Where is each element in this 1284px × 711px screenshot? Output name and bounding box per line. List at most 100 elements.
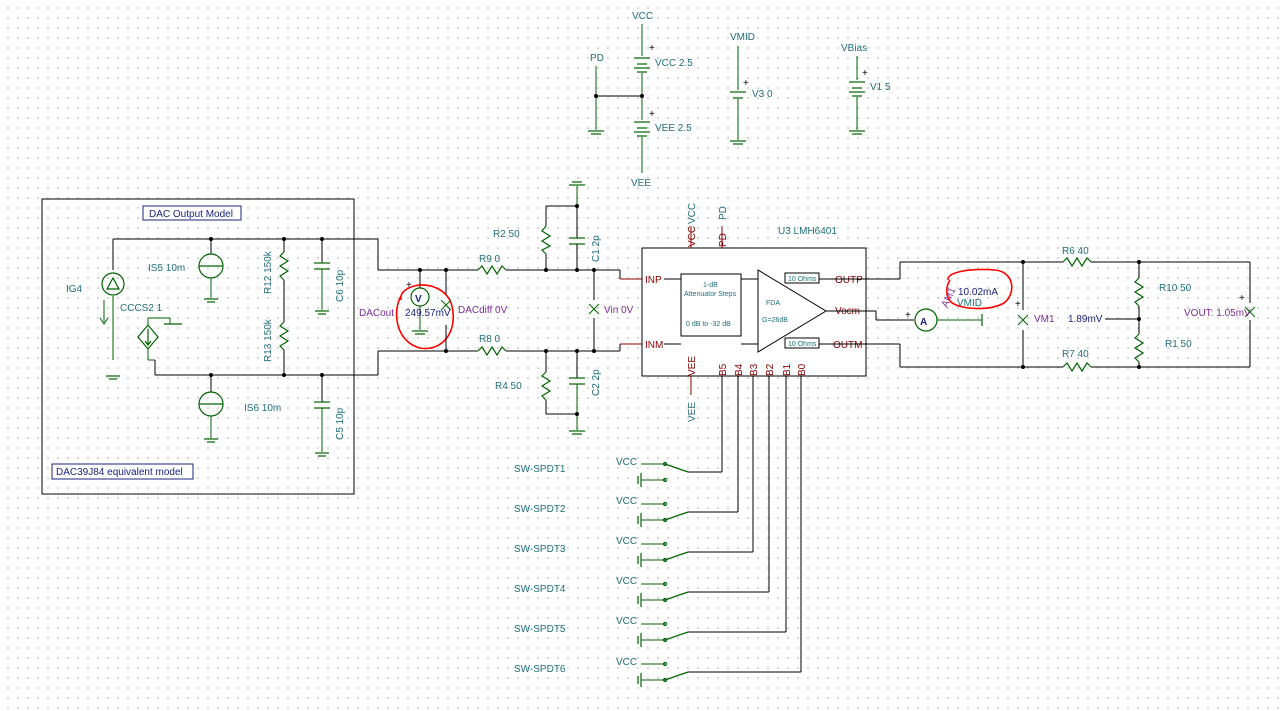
switch-label: SW-SPDT3 — [514, 544, 566, 555]
atten-line1: 1-dB — [703, 282, 718, 289]
switch-supply: VCC — [616, 616, 637, 627]
svg-text:+: + — [1015, 299, 1021, 310]
r-top-label: 10 Ohms — [788, 276, 817, 283]
dac-footer: DAC39J84 equivalent model — [56, 467, 183, 478]
amplifier-name: U3 LMH6401 — [778, 226, 837, 237]
pin-vee: VEE — [687, 356, 698, 376]
svg-text:+: + — [1239, 293, 1245, 304]
svg-text:+: + — [743, 78, 749, 89]
vee-net-tag: VEE — [687, 402, 698, 422]
ground-symbol — [588, 130, 604, 135]
switch-1[interactable]: SW-SPDT1 VCC — [514, 457, 689, 487]
switch-label: SW-SPDT5 — [514, 624, 566, 635]
vcc-source-label: VCC 2.5 — [655, 58, 693, 69]
feedback-resistor-bottom — [784, 337, 820, 349]
v1-battery[interactable] — [849, 81, 865, 97]
r2-label: R2 50 — [493, 229, 520, 240]
v1-label: V1 5 — [870, 82, 891, 93]
vin-label: Vin 0V — [604, 305, 634, 316]
v3-label: V3 0 — [752, 89, 773, 100]
switch-2[interactable]: SW-SPDT2 VCC — [514, 496, 689, 527]
vout-label: VOUT: 1.05mV — [1184, 308, 1251, 319]
pin-b5: B5 — [718, 363, 729, 376]
cccs-label: CCCS2 1 — [120, 303, 163, 314]
input-network: V + DACout 249.57mV DACdiff 0V R9 0 R8 0… — [359, 181, 642, 435]
r12-label: R12 150k — [263, 250, 274, 294]
r-bot-label: 10 Ohms — [788, 341, 817, 348]
am1-value: 10.02mA — [958, 287, 998, 298]
svg-text:+: + — [649, 43, 655, 54]
r2-resistor[interactable] — [540, 225, 552, 255]
control-wiring: VEE — [687, 376, 802, 673]
c5-label: C5 10p — [335, 407, 346, 440]
pin-b0: B0 — [797, 363, 808, 376]
pd-net-tag: PD — [718, 206, 729, 220]
ig4-label: IG4 — [66, 284, 83, 295]
r4-label: R4 50 — [495, 381, 522, 392]
switch-label: SW-SPDT6 — [514, 664, 566, 675]
r9-resistor[interactable] — [477, 264, 507, 276]
r8-resistor[interactable] — [477, 345, 507, 357]
net-vmid-label: VMID — [730, 32, 755, 43]
r6-resistor[interactable] — [1062, 256, 1092, 268]
pin-vcc: VCC — [687, 226, 698, 247]
c1-label: C1 2p — [591, 235, 602, 262]
r4-resistor[interactable] — [540, 371, 552, 401]
switch-4[interactable]: SW-SPDT4 VCC — [514, 576, 689, 607]
svg-text:+: + — [649, 109, 655, 120]
r10-resistor[interactable] — [1133, 277, 1145, 307]
annotation-circle — [395, 284, 455, 350]
vee-battery[interactable] — [634, 121, 650, 137]
r13-label: R13 150k — [263, 318, 274, 362]
dac-footer-box — [51, 463, 194, 480]
vmid-under-label: VMID — [957, 298, 982, 309]
switch-6[interactable]: SW-SPDT6 VCC — [514, 657, 689, 687]
switch-supply: VCC — [616, 657, 637, 668]
vcc-net-tag: VCC — [687, 203, 698, 224]
svg-text:+: + — [905, 310, 911, 321]
r13-resistor[interactable] — [278, 321, 290, 351]
pin-outp: OUTP — [835, 275, 863, 286]
pin-inp: INP — [645, 275, 662, 286]
switch-supply: VCC — [616, 576, 637, 587]
switch-bank: SW-SPDT1 VCC SW-SPDT2 VCC SW-SPDT3 VCC — [514, 457, 689, 687]
pin-b3: B3 — [749, 363, 760, 376]
vm1-label: VM1 — [1034, 314, 1055, 325]
switch-3[interactable]: SW-SPDT3 VCC — [514, 536, 689, 567]
switch-label: SW-SPDT2 — [514, 504, 566, 515]
output-network: A + AM1 10.02mA VMID + VM1 R6 40 R7 40 1… — [866, 246, 1256, 373]
r8-label: R8 0 — [479, 334, 501, 345]
attenuator-block — [680, 273, 742, 337]
r1-resistor[interactable] — [1133, 333, 1145, 363]
atten-line3: 0 dB to -32 dB — [686, 321, 731, 328]
c2-label: C2 2p — [591, 369, 602, 396]
c6-label: C6 10p — [335, 269, 346, 302]
amplifier-body[interactable] — [641, 247, 867, 377]
pin-pd: PD — [718, 233, 729, 247]
ig4-source[interactable] — [101, 272, 125, 296]
dacdiff-label: DACdiff 0V — [458, 305, 508, 316]
dacout-value: 249.57mV — [405, 308, 451, 319]
r12-resistor[interactable] — [278, 251, 290, 281]
net-vee-label: VEE — [631, 178, 651, 189]
vcc-battery[interactable] — [634, 57, 650, 73]
r10-label: R10 50 — [1159, 283, 1192, 294]
switch-label: SW-SPDT4 — [514, 584, 566, 595]
vee-source-label: VEE 2.5 — [655, 123, 692, 134]
r9-label: R9 0 — [479, 254, 501, 265]
pin-outm: OUTM — [833, 340, 862, 351]
r7-resistor[interactable] — [1062, 361, 1092, 373]
lmh6401-amplifier[interactable]: U3 LMH6401 INP INM OUTP Vocm OUTM VCC PD… — [641, 203, 867, 377]
switch-5[interactable]: SW-SPDT5 VCC — [514, 616, 689, 647]
fda-label: FDA — [766, 300, 780, 307]
pin-b1: B1 — [782, 363, 793, 376]
r1-label: R1 50 — [1165, 339, 1192, 350]
net-vcc-label: VCC — [632, 11, 653, 22]
atten-line2: Attenuator Steps — [684, 291, 737, 298]
v3-battery[interactable] — [730, 91, 746, 99]
fda-triangle — [757, 269, 827, 353]
pin-b4: B4 — [734, 363, 745, 376]
pin-b2: B2 — [765, 363, 776, 376]
